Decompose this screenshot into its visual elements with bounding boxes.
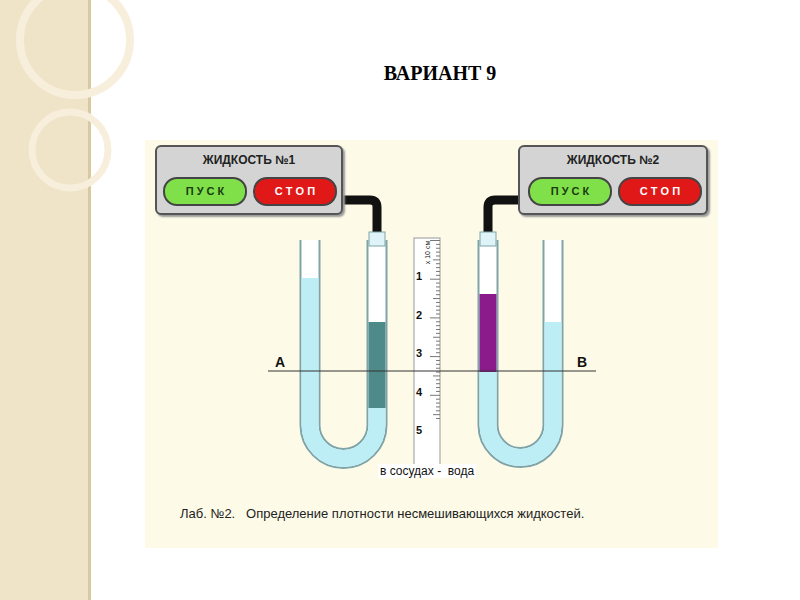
point-label: В — [577, 354, 587, 370]
start-button: П У С К — [163, 177, 247, 206]
liquid-2 — [480, 294, 497, 372]
scale-number: 2 — [416, 309, 422, 321]
scale-number: 5 — [416, 424, 422, 436]
scale-number: 4 — [416, 386, 422, 398]
control-panel: ЖИДКОСТЬ №1 П У С К С Т О П — [155, 145, 343, 215]
water — [488, 322, 553, 458]
deco-ring — [20, 0, 130, 95]
scale-number: 3 — [416, 347, 422, 359]
hose — [343, 200, 377, 236]
tube-cap — [369, 232, 385, 246]
liquid-1 — [369, 322, 386, 408]
u-tube — [488, 240, 553, 458]
u-tube — [488, 240, 553, 458]
note: в сосудах - вода — [378, 464, 476, 478]
ruler — [414, 238, 440, 468]
stop-button: С Т О П — [253, 177, 337, 206]
hose — [488, 200, 518, 236]
tube-cap — [480, 232, 496, 246]
water — [310, 278, 377, 459]
button-label: П У С К — [530, 179, 610, 204]
button-label: П У С К — [165, 179, 245, 204]
caption: Лаб. №2. Определение плотности несмешива… — [180, 506, 584, 521]
deco-ring — [32, 112, 108, 188]
start-button: П У С К — [528, 177, 612, 206]
ruler-ticks — [430, 241, 440, 419]
stop-button: С Т О П — [618, 177, 702, 206]
u-tube — [310, 240, 377, 459]
panel — [145, 140, 718, 548]
control-panel: ЖИДКОСТЬ №2 П У С К С Т О П — [518, 145, 708, 215]
panel-heading: ЖИДКОСТЬ №1 — [157, 153, 341, 167]
point-label: А — [275, 354, 285, 370]
panel-heading: ЖИДКОСТЬ №2 — [520, 153, 706, 167]
scale-unit: x 10 см — [425, 240, 432, 264]
button-label: С Т О П — [255, 179, 335, 204]
slide-title: ВАРИАНТ 9 — [384, 62, 497, 85]
u-tube — [310, 240, 377, 459]
button-label: С Т О П — [620, 179, 700, 204]
scale-number: 1 — [416, 270, 422, 282]
level-line — [268, 371, 596, 372]
